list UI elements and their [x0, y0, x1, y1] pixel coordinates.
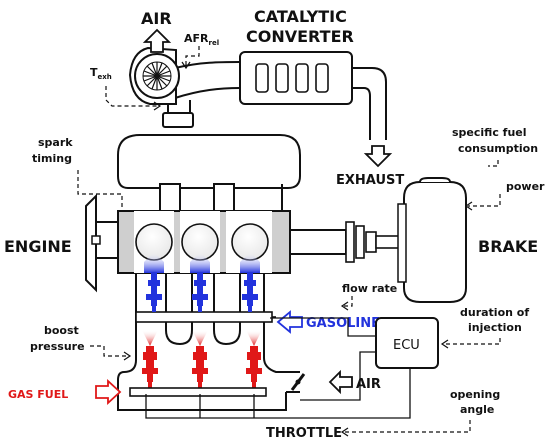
brake-label: BRAKE: [478, 237, 538, 256]
consumption-label: consumption: [458, 142, 538, 155]
turbo-outlet: [162, 112, 194, 128]
left-arrow-icon: [276, 310, 303, 334]
converter-label: CONVERTER: [246, 27, 354, 46]
angle-label: angle: [460, 403, 494, 416]
catalytic-label: CATALYTIC: [254, 7, 347, 26]
ecu-box: [375, 317, 439, 369]
throttle-valve-icon: [290, 373, 306, 391]
gas-fuel-injector-1: [142, 330, 158, 388]
air-label-top: AIR: [141, 9, 172, 28]
down-arrow-icon: [363, 145, 393, 168]
gas-fuel-label: GAS FUEL: [8, 388, 68, 401]
gasoline-rail: [135, 311, 276, 323]
left-arrow-icon: [328, 369, 353, 395]
boost-label: boost: [44, 324, 79, 337]
ecu-wiring: [145, 317, 411, 419]
ecu-label: ECU: [393, 338, 420, 353]
exhaust-label: EXHAUST: [336, 173, 404, 188]
gas-fuel-injector-3: [246, 330, 262, 388]
drive-shaft: [289, 221, 405, 263]
gasoline-injector-3: [242, 272, 258, 312]
duration-label-1: duration of: [460, 306, 529, 319]
gas-fuel-injectors: [129, 330, 267, 397]
gasoline-injector-1: [146, 272, 162, 312]
gasoline-injectors: [146, 272, 258, 312]
flywheel: [85, 193, 119, 293]
timing-label: timing: [32, 152, 72, 165]
opening-label: opening: [450, 388, 500, 401]
engine-label: ENGINE: [4, 237, 72, 256]
catalytic-converter: [239, 51, 393, 168]
texh-label: Texh: [90, 66, 112, 81]
air-label-right: AIR: [356, 377, 381, 392]
spark-label: spark: [38, 136, 73, 149]
gas-fuel-injector-2: [192, 330, 208, 388]
power-label: power: [506, 180, 545, 193]
specific-fuel-label: specific fuel: [452, 126, 527, 139]
turbocharger: [128, 28, 241, 128]
pressure-label: pressure: [30, 340, 85, 353]
throttle-label: THROTTLE: [266, 426, 342, 441]
right-arrow-icon: [95, 378, 122, 406]
gasoline-injector-2: [192, 272, 208, 312]
engine-body: [117, 134, 301, 411]
brake-dyno: [397, 177, 467, 303]
duration-label-2: injection: [468, 321, 522, 334]
afr-label: AFRrel: [184, 32, 219, 47]
up-arrow-icon: [142, 28, 172, 53]
flow-rate-label: flow rate: [342, 282, 397, 295]
gasoline-label: GASOLINE: [306, 316, 380, 331]
